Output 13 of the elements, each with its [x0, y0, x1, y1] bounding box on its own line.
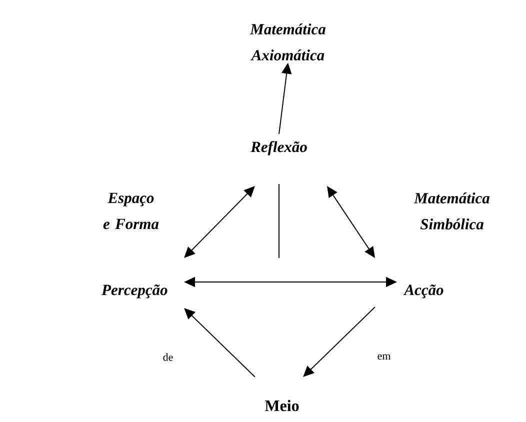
edge-label: em: [378, 354, 391, 360]
edge-label: Espaço e Forma: [103, 192, 159, 230]
concept-label: Reflexão: [250, 141, 307, 156]
edge-label: Matemática Simbólica: [414, 192, 490, 230]
arrow: [184, 186, 255, 258]
concept-label: Meio: [264, 400, 299, 412]
line: [278, 184, 280, 258]
edge-label: de: [163, 353, 173, 361]
concept-label: Acção: [403, 284, 444, 298]
arrow: [184, 308, 256, 378]
concept-label: Percepção: [102, 284, 168, 298]
arrow: [303, 306, 376, 377]
concept-label: Matemática Axiomática: [250, 24, 326, 60]
